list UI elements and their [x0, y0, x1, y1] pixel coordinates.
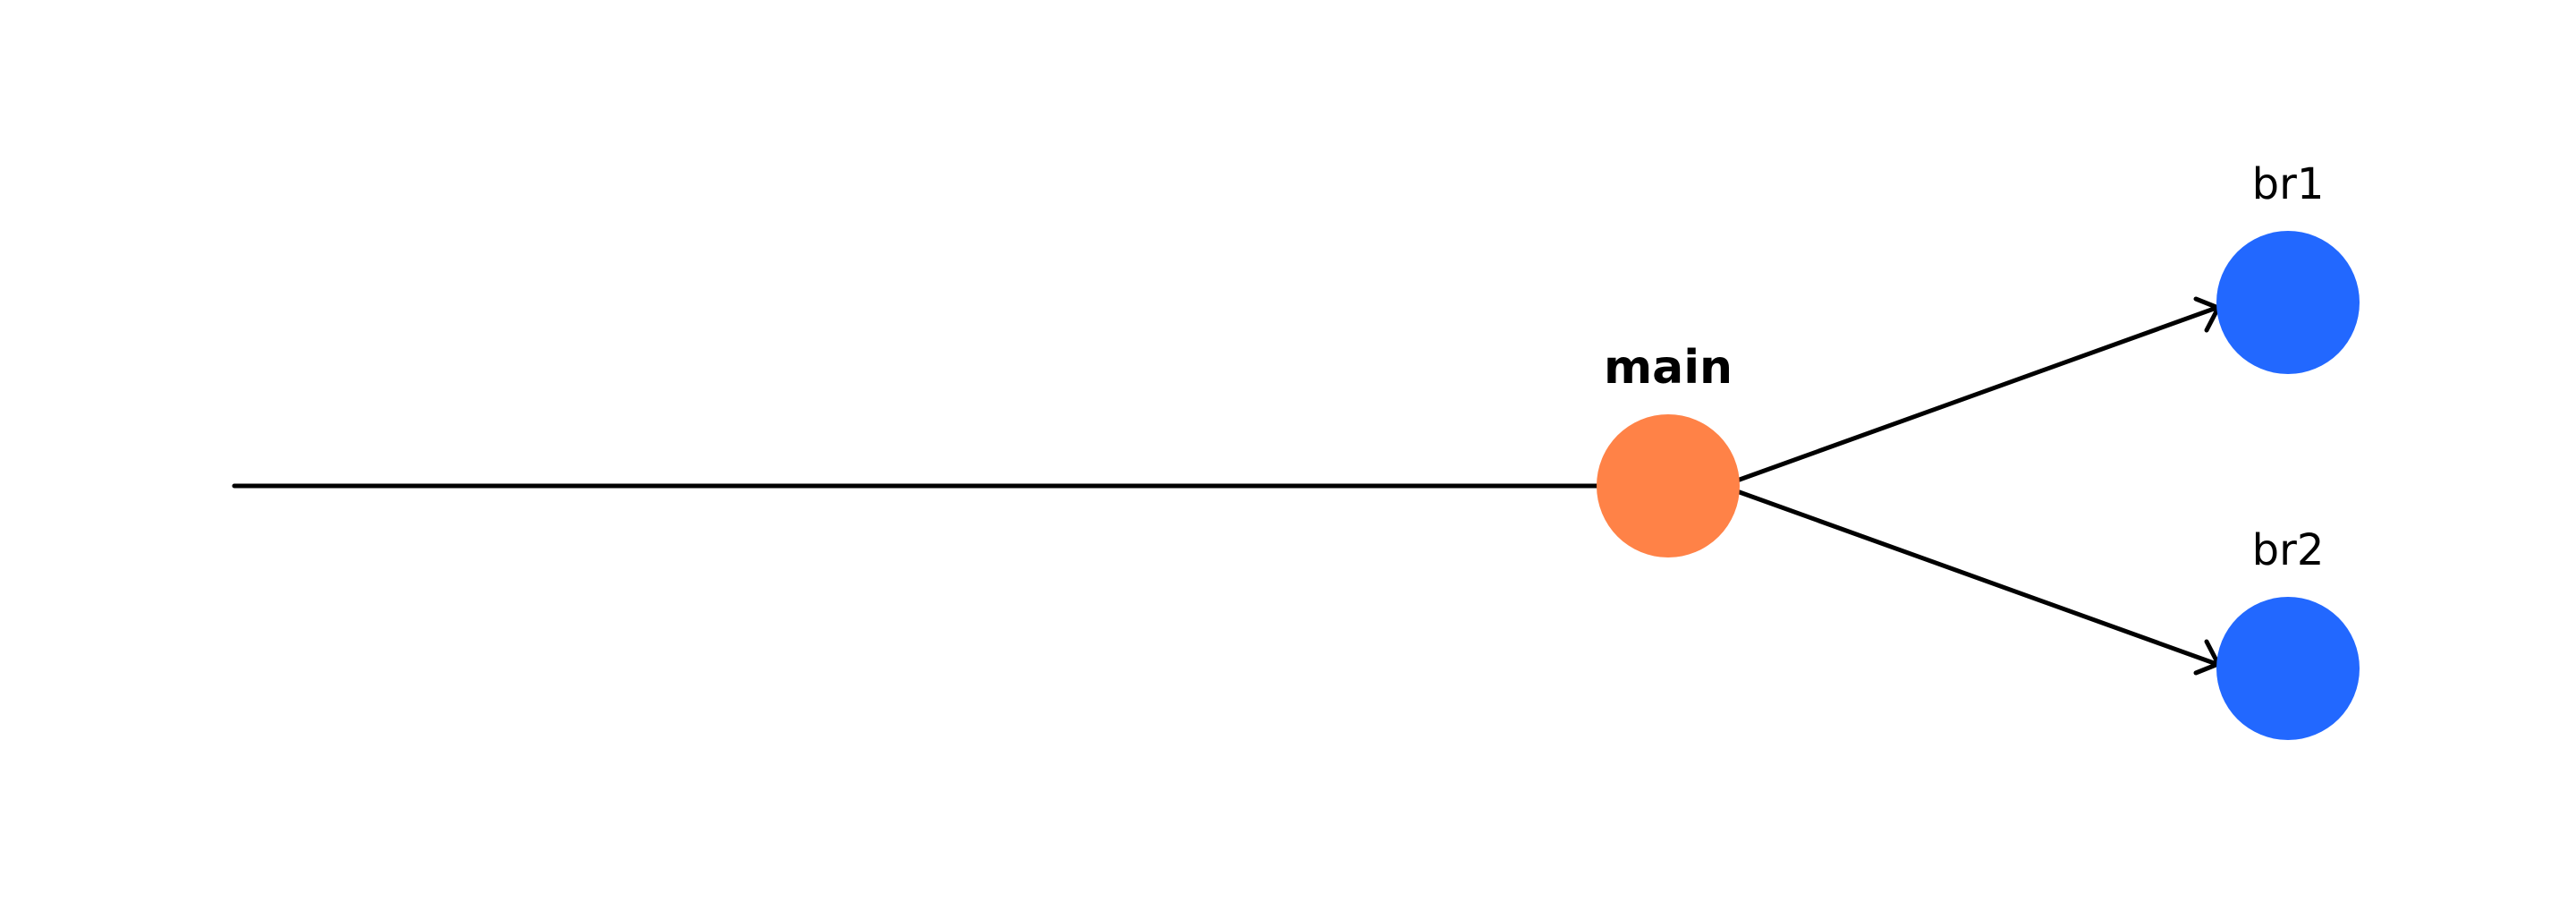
main-label: main: [1604, 341, 1733, 395]
br1-label: br1: [2252, 159, 2325, 209]
br1-node: [2216, 231, 2360, 374]
br2-label: br2: [2252, 525, 2325, 575]
main-node: [1597, 414, 1740, 557]
edge-main-to-br2: [1734, 489, 2219, 667]
br2-node: [2216, 597, 2360, 740]
edge-main-to-br1: [1734, 305, 2219, 483]
